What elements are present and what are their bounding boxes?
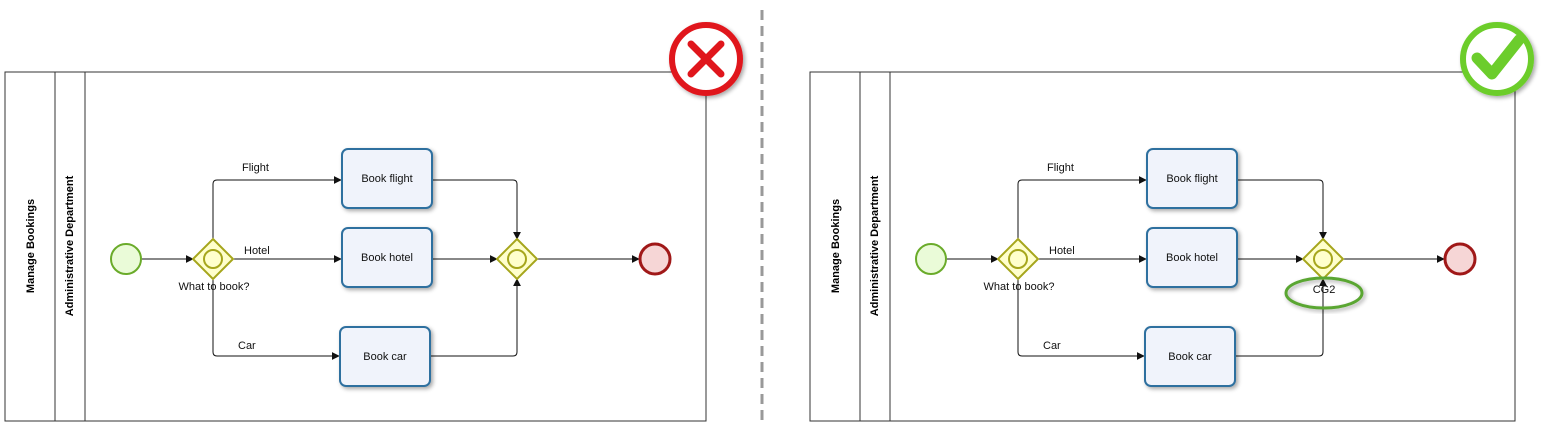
pool-label: Manage Bookings	[25, 199, 37, 293]
flow-label-flight: Flight	[1047, 162, 1074, 174]
start-event[interactable]	[110, 243, 142, 275]
join-gateway-label: CG2	[1313, 284, 1336, 296]
task-book-hotel[interactable]	[341, 227, 433, 288]
flow-car-to-join	[431, 278, 521, 357]
start-event[interactable]	[915, 243, 947, 275]
sequence-flows	[142, 176, 640, 360]
split-gateway[interactable]	[191, 237, 235, 281]
task-label: Book car	[1168, 351, 1212, 363]
task-label: Book flight	[361, 173, 412, 185]
lane-label: Administrative Department	[64, 175, 76, 316]
flow-flight-to-join	[433, 179, 521, 240]
diagram-incorrect: Manage Bookings Administrative Departmen…	[4, 22, 743, 422]
flow-label-hotel: Hotel	[1049, 245, 1075, 257]
task-book-car[interactable]	[339, 326, 431, 387]
task-label: Book flight	[1166, 173, 1217, 185]
sequence-flows	[947, 176, 1445, 360]
flow-car-to-join	[1236, 278, 1327, 357]
join-gateway[interactable]	[495, 237, 539, 281]
split-gateway-label: What to book?	[984, 281, 1055, 293]
task-book-hotel[interactable]	[1146, 227, 1238, 288]
task-book-car[interactable]	[1144, 326, 1236, 387]
correct-mark-icon	[1460, 22, 1534, 96]
task-label: Book hotel	[1166, 252, 1218, 264]
flow-flight	[212, 176, 342, 239]
flow-car	[212, 279, 340, 360]
flow-label-flight: Flight	[242, 162, 269, 174]
wrong-mark-icon	[669, 22, 743, 96]
flow-flight-to-join	[1238, 179, 1327, 240]
lane-label: Administrative Department	[869, 175, 881, 316]
task-label: Book hotel	[361, 252, 413, 264]
flow-label-car: Car	[238, 340, 256, 352]
flow-flight	[1017, 176, 1147, 239]
split-gateway[interactable]	[996, 237, 1040, 281]
task-book-flight[interactable]	[1146, 148, 1238, 209]
split-gateway-label: What to book?	[179, 281, 250, 293]
highlight-ellipse	[1284, 276, 1364, 310]
task-book-flight[interactable]	[341, 148, 433, 209]
flow-label-car: Car	[1043, 340, 1061, 352]
task-label: Book car	[363, 351, 407, 363]
pool-label: Manage Bookings	[830, 199, 842, 293]
end-event[interactable]	[1443, 242, 1477, 276]
end-event[interactable]	[638, 242, 672, 276]
diagram-correct: Manage Bookings Administrative Departmen…	[809, 22, 1534, 422]
flow-label-hotel: Hotel	[244, 245, 270, 257]
flow-car	[1017, 279, 1145, 360]
